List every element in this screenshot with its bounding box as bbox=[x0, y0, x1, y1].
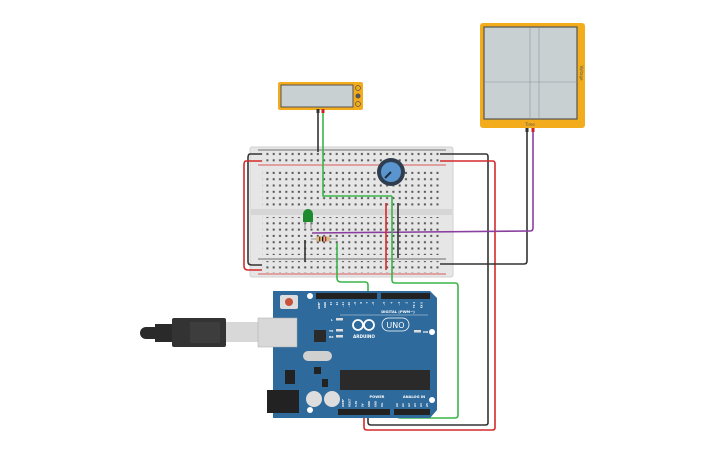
arduino-logo bbox=[352, 319, 375, 331]
digital-pin-label: ~9 bbox=[354, 302, 357, 306]
oscilloscope-y-label: Voltage bbox=[579, 65, 584, 81]
digital-header[interactable] bbox=[316, 293, 377, 299]
analog-pin-label: A2 bbox=[407, 403, 411, 407]
digital-pin-label: 13 bbox=[330, 302, 333, 306]
power-pin-label: Vin bbox=[381, 402, 384, 407]
tx-label: TX bbox=[329, 329, 334, 333]
analog-pin-label: A5 bbox=[425, 403, 429, 407]
mode-volt-icon[interactable] bbox=[355, 93, 361, 99]
capacitor-1 bbox=[306, 391, 322, 407]
model-label: UNO bbox=[386, 321, 404, 330]
analog-pin-label: A0 bbox=[395, 403, 399, 407]
digital-header-2[interactable] bbox=[381, 293, 430, 299]
digital-pin-label: ~3 bbox=[398, 302, 401, 306]
wire-black-scope[interactable] bbox=[440, 128, 528, 265]
power-pin-label: RESET bbox=[349, 398, 352, 407]
microcontroller-chip bbox=[340, 370, 430, 390]
capacitor-2 bbox=[324, 391, 340, 407]
mode-amp-icon[interactable] bbox=[355, 85, 361, 91]
oscilloscope[interactable]: Time Voltage bbox=[480, 23, 585, 132]
wire-black-gnd[interactable] bbox=[367, 153, 489, 426]
led[interactable] bbox=[303, 209, 313, 228]
wire-red-5v[interactable] bbox=[363, 160, 496, 431]
power-pin-label: GND bbox=[375, 401, 378, 407]
l-label: L bbox=[331, 318, 333, 322]
brand-label: ARDUINO bbox=[353, 334, 375, 339]
usb-jack bbox=[257, 317, 298, 348]
wire-purple-scope[interactable] bbox=[311, 128, 534, 234]
digital-pin-label: 2 bbox=[406, 302, 409, 304]
wire-green-pin9[interactable] bbox=[336, 243, 369, 296]
digital-pin-label: ~10 bbox=[348, 302, 351, 308]
analog-pin-label: A4 bbox=[419, 403, 423, 407]
digital-pin-label: ~6 bbox=[372, 302, 375, 306]
analog-label: ANALOG IN bbox=[403, 395, 425, 399]
power-pin-label: IOREF bbox=[342, 399, 345, 407]
power-pin-label: GND bbox=[368, 401, 371, 407]
power-pin-label: 3.3V bbox=[355, 401, 358, 407]
digital-pin-label: 7 bbox=[366, 302, 369, 304]
digital-pin-label: 12 bbox=[336, 302, 339, 306]
breadboard[interactable] bbox=[249, 146, 454, 278]
rx-label: RX bbox=[329, 335, 334, 339]
digital-pin-label: 4 bbox=[391, 302, 394, 304]
multimeter[interactable] bbox=[278, 82, 363, 113]
wire-black-left-rail[interactable] bbox=[247, 153, 262, 266]
mode-ohm-icon[interactable] bbox=[355, 101, 361, 107]
potentiometer[interactable] bbox=[377, 158, 405, 186]
on-label: ON bbox=[423, 330, 429, 334]
digital-label: DIGITAL (PWM~) bbox=[381, 310, 415, 314]
power-pin-label: 5V bbox=[362, 403, 365, 407]
digital-pin-label: RX 0 bbox=[421, 302, 424, 309]
wire-red-left-rail[interactable] bbox=[243, 160, 262, 271]
digital-pin-label: ~11 bbox=[342, 302, 345, 308]
crystal bbox=[303, 351, 332, 361]
arduino-uno[interactable]: DIGITAL (PWM~) L TX RX ARDUINO UNO ON PO… bbox=[257, 291, 437, 418]
wire-green-meter[interactable] bbox=[322, 110, 392, 197]
usb-chip bbox=[314, 330, 326, 342]
digital-pin-label: 8 bbox=[360, 302, 363, 304]
resistor[interactable] bbox=[311, 236, 337, 242]
oscilloscope-x-label: Time bbox=[524, 122, 535, 127]
analog-pin-label: A1 bbox=[401, 403, 405, 407]
usb-cable[interactable] bbox=[140, 318, 258, 347]
voltage-regulator bbox=[285, 370, 295, 384]
analog-pin-label: A3 bbox=[413, 403, 417, 407]
analog-header[interactable] bbox=[394, 409, 430, 415]
digital-pin-label: GND bbox=[324, 302, 327, 308]
digital-pin-label: TX 1 bbox=[413, 302, 416, 308]
power-label: POWER bbox=[370, 395, 385, 399]
power-header[interactable] bbox=[338, 409, 390, 415]
digital-pin-label: ~5 bbox=[383, 302, 386, 306]
power-jack bbox=[267, 390, 299, 413]
digital-pin-label: AREF bbox=[318, 302, 321, 309]
